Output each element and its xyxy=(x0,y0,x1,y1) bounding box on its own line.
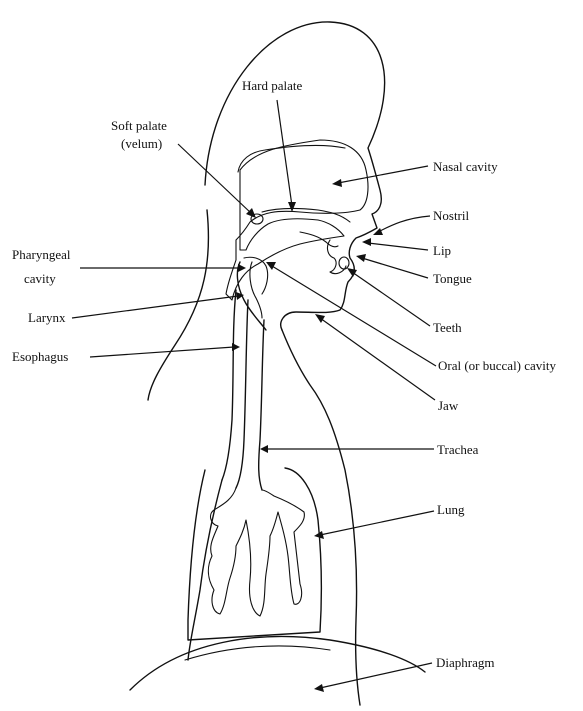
larynx-epiglottis xyxy=(244,257,268,294)
label-jaw: Jaw xyxy=(438,398,459,413)
label-oral-cavity: Oral (or buccal) cavity xyxy=(438,358,557,373)
leader-soft-palate xyxy=(178,144,252,214)
arrowhead-oral-cavity xyxy=(266,262,276,270)
arrowhead-lip xyxy=(362,238,371,246)
label-lung: Lung xyxy=(437,502,465,517)
upper-teeth xyxy=(300,232,338,247)
larynx-inner xyxy=(250,262,262,318)
arrowhead-jaw xyxy=(315,314,325,323)
tongue-tip xyxy=(339,257,349,269)
leader-larynx xyxy=(72,296,238,318)
label-pharyngeal: Pharyngeal xyxy=(12,247,71,262)
leader-diaphragm xyxy=(320,663,432,688)
label-nasal-cavity: Nasal cavity xyxy=(433,159,498,174)
trachea-left-wall xyxy=(236,300,248,488)
label-tongue: Tongue xyxy=(433,271,472,286)
label-nostril: Nostril xyxy=(433,208,470,223)
arrowhead-trachea xyxy=(260,445,268,453)
label-lip: Lip xyxy=(433,243,451,258)
trachea-right-wall xyxy=(259,320,264,490)
leader-oral-cavity xyxy=(272,266,436,366)
label-trachea: Trachea xyxy=(437,442,479,457)
leader-lip xyxy=(368,243,428,250)
label-teeth: Teeth xyxy=(433,320,462,335)
neck-back-outline xyxy=(148,210,208,400)
arrowhead-pharyngeal-cavity xyxy=(238,264,246,272)
arrowhead-esophagus xyxy=(232,343,240,351)
label-pharyngeal-cavity: cavity xyxy=(24,271,56,286)
head-outline xyxy=(205,22,385,330)
torso-left-outline xyxy=(188,480,222,660)
leader-lung xyxy=(320,511,434,535)
arrowhead-nasal-cavity xyxy=(332,179,342,187)
leader-nasal-cavity xyxy=(338,166,428,183)
label-velum: (velum) xyxy=(121,136,162,151)
label-soft-palate: Soft palate xyxy=(111,118,167,133)
arrowhead-diaphragm xyxy=(314,684,324,692)
label-diaphragm: Diaphragm xyxy=(436,655,494,670)
bronchial-tree xyxy=(208,488,304,616)
lung-outline xyxy=(188,468,321,640)
hard-palate-line xyxy=(262,208,350,222)
diaphragm-lower-curve xyxy=(185,646,330,660)
leader-nostril xyxy=(378,216,430,232)
label-hard-palate: Hard palate xyxy=(242,78,303,93)
nasal-roof-line xyxy=(238,145,345,172)
label-esophagus: Esophagus xyxy=(12,349,68,364)
leader-esophagus xyxy=(90,347,234,357)
arrowhead-tongue xyxy=(356,254,366,262)
label-larynx: Larynx xyxy=(28,310,66,325)
diaphragm-curve xyxy=(130,637,425,690)
esophagus-tube xyxy=(222,290,236,480)
leader-teeth xyxy=(352,272,430,326)
arrowhead-hard-palate xyxy=(288,202,296,212)
leader-tongue xyxy=(362,258,428,278)
leader-hard-palate xyxy=(277,100,292,206)
